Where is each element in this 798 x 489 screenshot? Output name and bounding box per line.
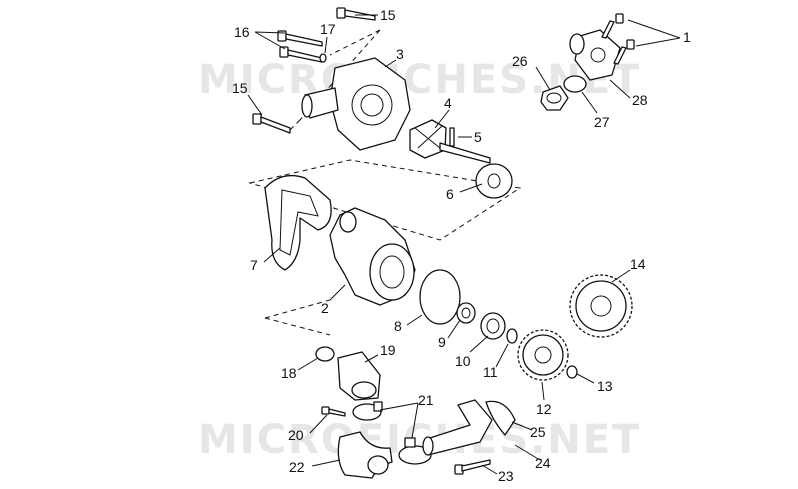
callout-11: 11 [483, 364, 498, 380]
leader-23 [481, 464, 498, 475]
bolt-15-side [252, 113, 291, 134]
callout-18: 18 [281, 365, 297, 381]
leader-12 [541, 381, 545, 401]
bolt-15-top [336, 7, 376, 21]
callout-4: 4 [444, 95, 452, 111]
bearing-9 [456, 302, 476, 324]
washer-11 [506, 328, 518, 344]
leader-3 [384, 59, 397, 68]
leader-6 [459, 183, 483, 193]
screw-20 [321, 406, 346, 417]
callout-17: 17 [320, 21, 336, 37]
callout-23: 23 [498, 468, 514, 484]
callout-12: 12 [536, 401, 552, 417]
callout-10: 10 [455, 353, 471, 369]
leader-18 [297, 357, 319, 371]
leader-7 [263, 247, 281, 263]
gasket-7-inner [279, 189, 319, 256]
leader-27 [581, 91, 598, 114]
callout-19: 19 [380, 342, 396, 358]
leader-26 [535, 66, 551, 91]
gear-12 [517, 329, 569, 381]
seal-6 [475, 163, 513, 199]
leader-8 [406, 314, 423, 326]
callout-21: 21 [418, 392, 434, 408]
leader-20 [309, 414, 328, 434]
callout-22: 22 [289, 459, 305, 475]
bolt-1-a [601, 13, 624, 39]
gear-14 [569, 274, 633, 338]
leader-24 [514, 444, 541, 461]
washer-17 [319, 53, 327, 63]
hose-22 [337, 431, 393, 479]
o-ring-18 [315, 346, 335, 362]
bolt-16-a [277, 30, 323, 47]
leader-21 [379, 402, 419, 439]
leader-4 [434, 109, 450, 129]
o-ring-8 [419, 269, 461, 325]
callout-14: 14 [630, 256, 646, 272]
callout-24: 24 [535, 455, 551, 471]
callout-28: 28 [632, 92, 648, 108]
impeller-shaft [409, 119, 491, 164]
callout-25: 25 [530, 424, 546, 440]
assembly-outline-lower [264, 299, 331, 336]
leader-15b [247, 94, 263, 116]
leader-25 [511, 421, 533, 431]
pump-body [329, 207, 416, 306]
pipe-24 [422, 399, 493, 456]
gasket-25 [485, 400, 516, 436]
callout-13: 13 [597, 378, 613, 394]
leader-17 [324, 36, 328, 54]
thermostat-26 [540, 85, 569, 111]
callout-6: 6 [446, 186, 454, 202]
callout-8: 8 [394, 318, 402, 334]
callout-5: 5 [474, 129, 482, 145]
leader-9 [447, 319, 461, 339]
circlip-13 [566, 365, 578, 379]
bolt-1-b [613, 39, 635, 65]
callout-27: 27 [594, 114, 610, 130]
leader-16 [254, 31, 286, 50]
leader-1 [627, 19, 681, 47]
leader-11 [495, 343, 509, 368]
leader-19 [364, 354, 379, 363]
gasket-7 [264, 174, 332, 271]
leader-28 [609, 79, 631, 99]
callout-3: 3 [396, 46, 404, 62]
bearing-10 [480, 312, 506, 340]
callout-9: 9 [438, 334, 446, 350]
pin-5 [449, 127, 455, 147]
leader-13 [576, 373, 595, 384]
leader-14 [611, 269, 631, 283]
callout-7: 7 [250, 257, 258, 273]
leader-2 [329, 284, 346, 301]
seal-ring-27 [563, 75, 587, 93]
callout-15-side: 15 [232, 80, 248, 96]
pump-cover [301, 57, 411, 151]
leader-10 [469, 335, 489, 353]
callout-26: 26 [512, 53, 528, 69]
leader-22 [311, 459, 341, 467]
clamp-21-a [352, 401, 383, 421]
bolt-23 [454, 459, 491, 475]
callout-20: 20 [288, 427, 304, 443]
callout-16: 16 [234, 24, 250, 40]
callout-1: 1 [683, 29, 691, 45]
callout-15-top: 15 [380, 7, 396, 23]
callout-2: 2 [321, 300, 329, 316]
elbow-fitting-19 [337, 351, 381, 401]
thermostat-housing-28 [569, 29, 621, 81]
bolt-16-b [279, 46, 323, 63]
